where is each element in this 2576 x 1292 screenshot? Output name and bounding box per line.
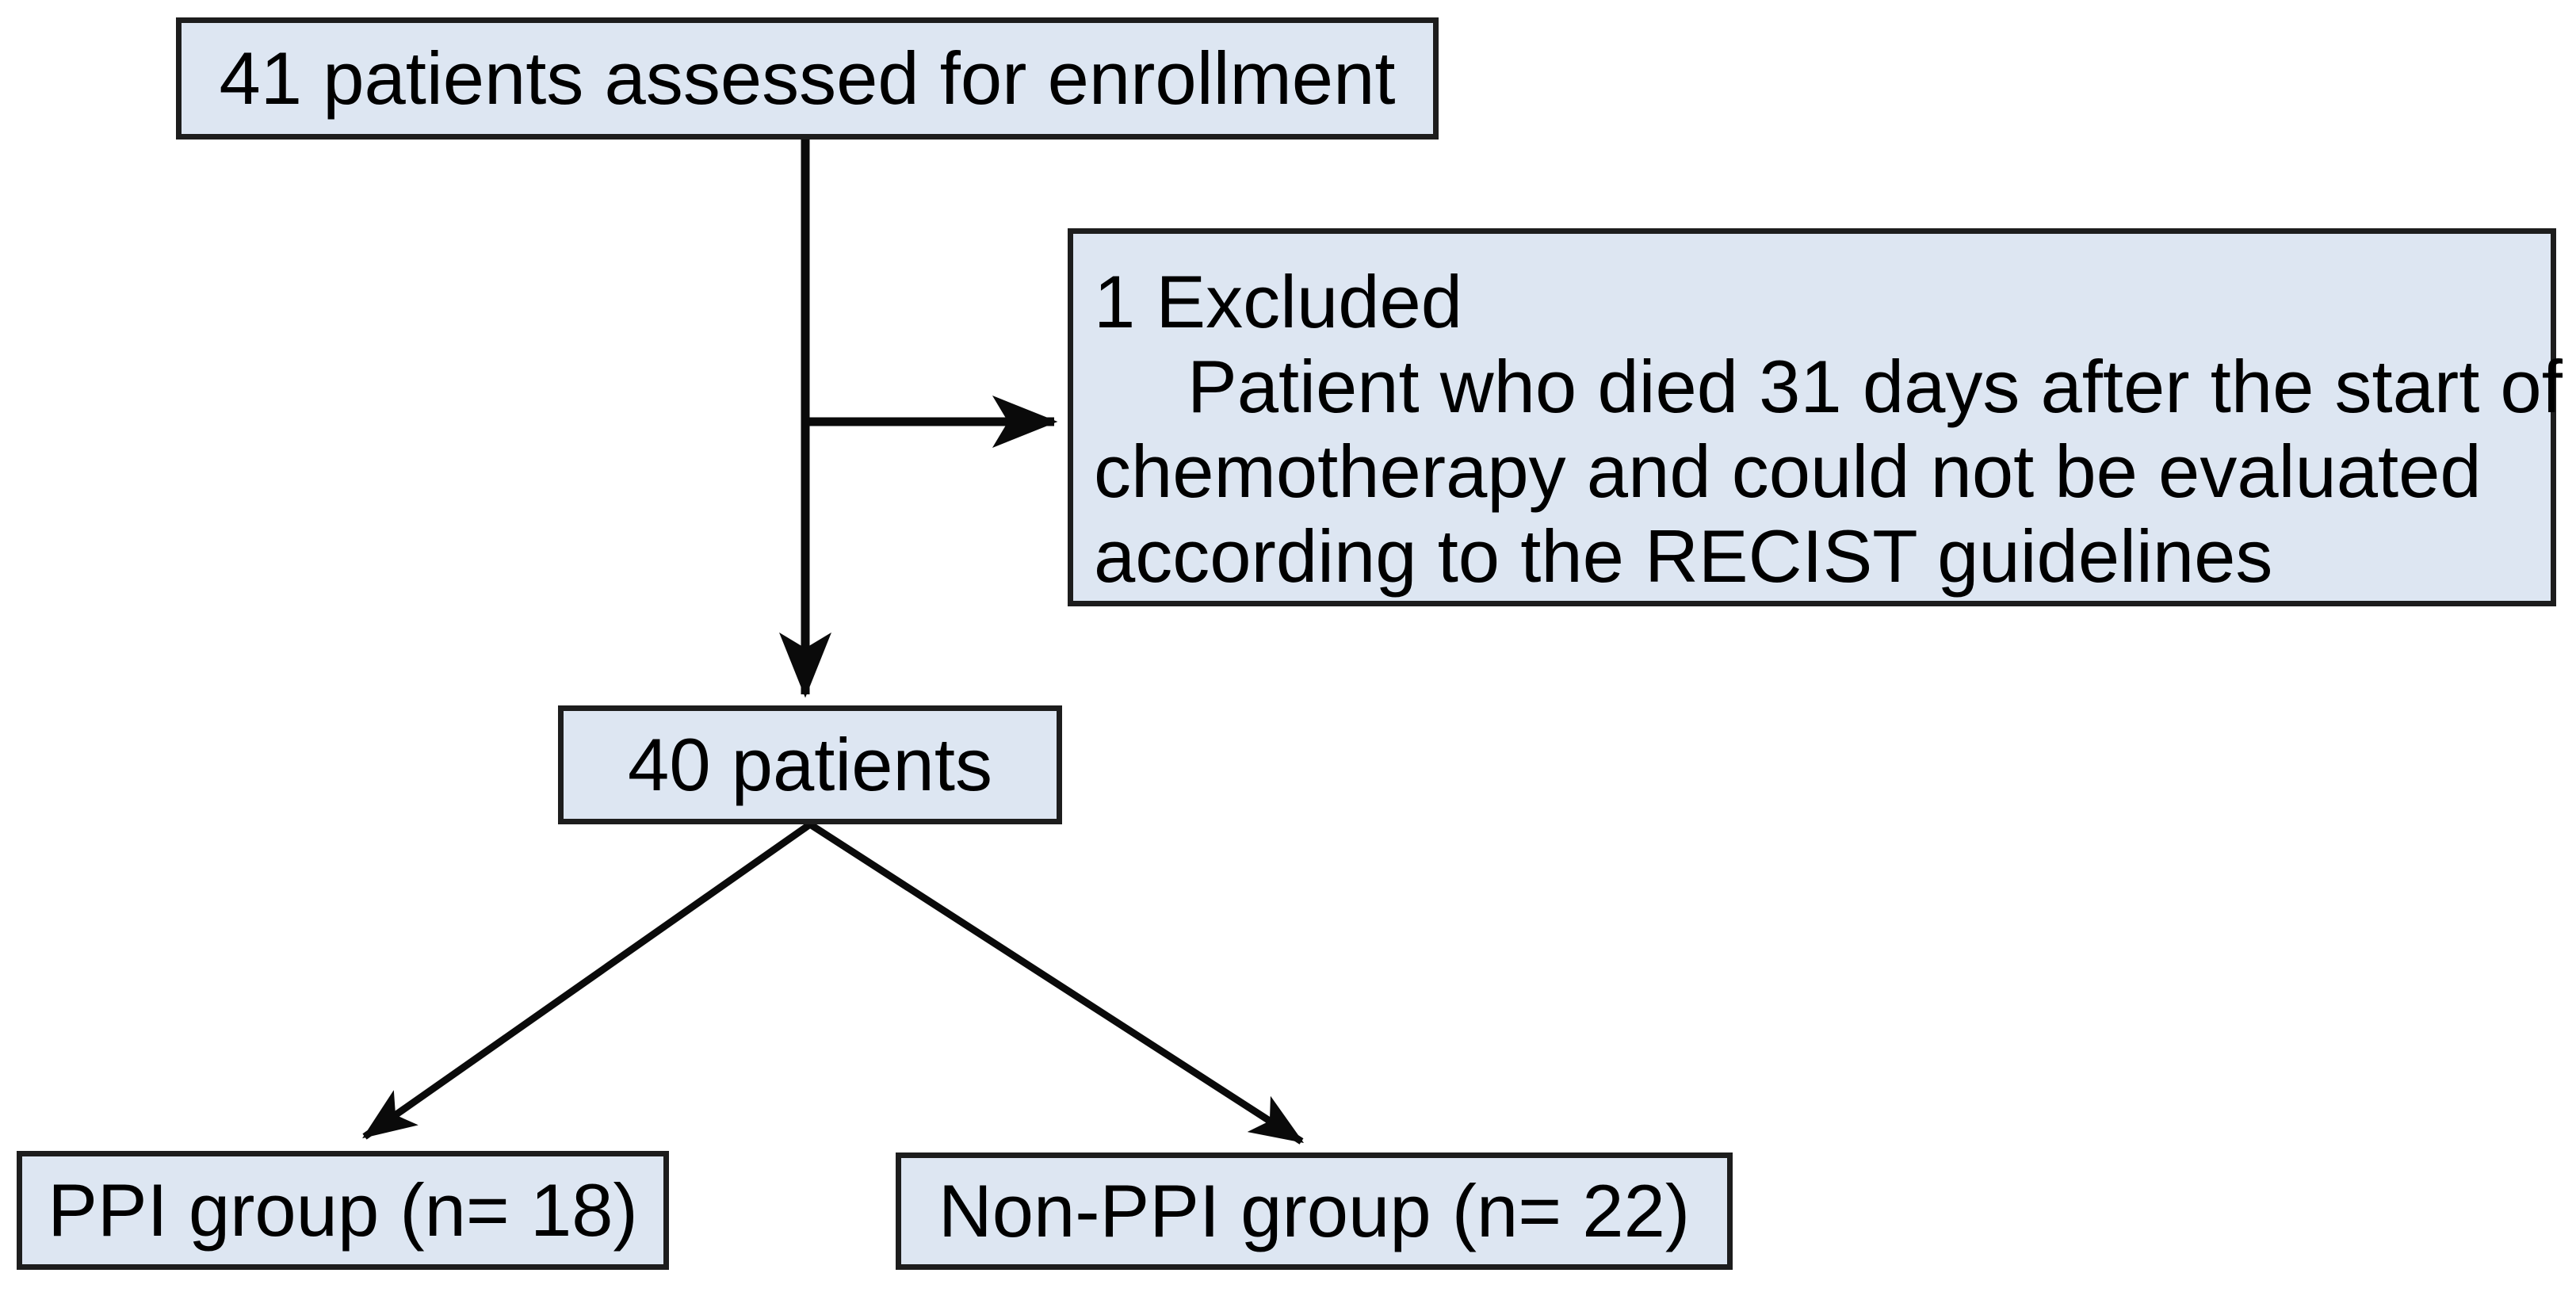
total-patients-label: 40 patients	[628, 723, 992, 807]
total-patients-box: 40 patients	[558, 705, 1062, 824]
flow-line-total-to-ppi	[362, 821, 812, 1140]
flow-line-total-to-nonppi	[808, 821, 1305, 1145]
non-ppi-group-label: Non-PPI group (n= 22)	[938, 1169, 1691, 1253]
ppi-group-box: PPI group (n= 18)	[17, 1151, 669, 1270]
enrollment-assessed-box: 41 patients assessed for enrollment	[176, 17, 1439, 140]
non-ppi-group-box: Non-PPI group (n= 22)	[896, 1152, 1733, 1270]
excluded-box: 1 Excluded Patient who died 31 days afte…	[1068, 228, 2563, 606]
excluded-line-4: according to the RECIST guidelines	[1094, 514, 2273, 598]
ppi-group-label: PPI group (n= 18)	[48, 1168, 638, 1252]
enrollment-assessed-label: 41 patients assessed for enrollment	[219, 36, 1396, 120]
excluded-line-3: chemotherapy and could not be evaluated	[1094, 430, 2482, 513]
excluded-line-1: 1 Excluded	[1094, 260, 1463, 343]
excluded-line-2: Patient who died 31 days after the start…	[1187, 345, 2563, 428]
